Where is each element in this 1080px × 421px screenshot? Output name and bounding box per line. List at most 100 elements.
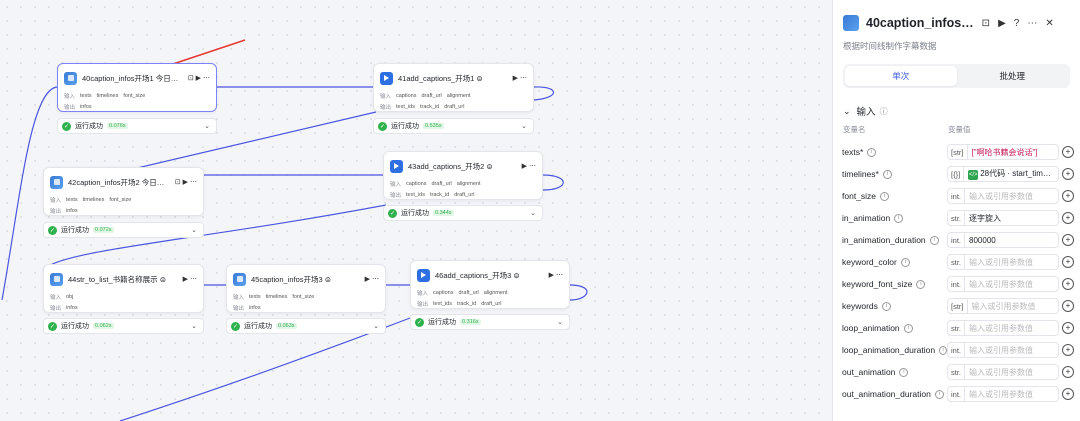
reference-button-icon[interactable]: +	[1062, 366, 1074, 378]
debug-icon[interactable]: ⊡	[981, 17, 991, 29]
success-icon: ✓	[62, 121, 71, 131]
info-icon: i	[867, 147, 877, 157]
python-icon	[843, 15, 859, 31]
param-input[interactable]: str.输入或引用参数值	[947, 254, 1059, 270]
param-tag: infos	[80, 103, 92, 110]
info-icon: ⓘ	[879, 106, 888, 116]
node-actions-icon[interactable]: ▶ ⋯	[521, 163, 536, 170]
node-actions-icon[interactable]: ⊡ ▶ ⋯	[187, 75, 210, 82]
param-input[interactable]: [str]输入或引用参数值	[947, 298, 1059, 314]
caption-icon	[390, 159, 403, 173]
reference-button-icon[interactable]: +	[1062, 168, 1074, 180]
info-icon: i	[903, 323, 913, 333]
chevron-down-icon: ⌄	[204, 123, 210, 130]
node-title: 44str_to_list_书籍名称展示 ⊜	[68, 274, 166, 284]
reference-button-icon[interactable]: +	[1062, 278, 1074, 290]
param-input[interactable]: str.逐字旋入	[947, 210, 1059, 226]
param-input[interactable]: str.输入或引用参数值	[947, 364, 1059, 380]
success-icon: ✓	[415, 317, 424, 327]
param-tag: texts	[80, 92, 92, 99]
reference-button-icon[interactable]: +	[1062, 212, 1074, 224]
code-ref-icon: </>	[968, 170, 979, 180]
close-icon[interactable]: ✕	[1045, 17, 1054, 29]
param-row: texts*i[str]["啊哈书籍会说话"]+	[842, 144, 1074, 160]
reference-button-icon[interactable]: +	[1062, 322, 1074, 334]
run-icon[interactable]: ▶	[998, 17, 1006, 29]
chevron-down-icon: ⌄	[191, 227, 197, 234]
reference-button-icon[interactable]: +	[1062, 256, 1074, 268]
param-input[interactable]: int.800000	[947, 232, 1059, 248]
reference-button-icon[interactable]: +	[1062, 190, 1074, 202]
node-actions-icon[interactable]: ▶ ⋯	[182, 276, 197, 283]
reference-button-icon[interactable]: +	[1062, 344, 1074, 356]
more-icon[interactable]: ⋯	[1027, 17, 1038, 29]
param-input[interactable]: [{}]</>28代码 · start_tim…	[947, 166, 1059, 182]
info-icon: i	[881, 301, 891, 311]
node-actions-icon[interactable]: ▶ ⋯	[512, 75, 527, 82]
success-icon: ✓	[231, 321, 240, 331]
param-input[interactable]: int.输入或引用参数值	[947, 276, 1059, 292]
node-actions-icon[interactable]: ▶ ⋯	[548, 272, 563, 279]
node-actions-icon[interactable]: ⊡ ▶ ⋯	[174, 179, 197, 186]
panel-title: 40caption_infos…	[866, 16, 974, 30]
param-input[interactable]: int.输入或引用参数值	[947, 386, 1059, 402]
python-icon	[233, 272, 246, 286]
edge	[533, 86, 554, 101]
info-icon: i	[929, 235, 939, 245]
param-input[interactable]: int.输入或引用参数值	[947, 188, 1059, 204]
info-icon: i	[894, 213, 904, 223]
node-actions-icon[interactable]: ▶ ⋯	[364, 276, 379, 283]
info-icon: i	[899, 367, 909, 377]
help-icon[interactable]: ?	[1013, 17, 1020, 29]
node-title: 42caption_infos开场2 今日…	[68, 177, 165, 187]
chevron-down-icon: ⌄	[557, 319, 563, 326]
edge	[1, 86, 58, 301]
tab-batch[interactable]: 批处理	[999, 71, 1025, 81]
reference-button-icon[interactable]: +	[1062, 388, 1074, 400]
param-row: timelines*i[{}]</>28代码 · start_tim…+	[842, 166, 1074, 182]
param-tag: timelines	[96, 92, 119, 99]
tab-single[interactable]: 单次	[845, 66, 957, 86]
param-input[interactable]: int.输入或引用参数值	[947, 342, 1059, 358]
reference-button-icon[interactable]: +	[1062, 300, 1074, 312]
reference-button-icon[interactable]: +	[1062, 234, 1074, 246]
param-input[interactable]: str.输入或引用参数值	[947, 320, 1059, 336]
edge	[42, 204, 387, 271]
param-input[interactable]: [str]["啊哈书籍会说话"]	[947, 144, 1059, 160]
reference-button-icon[interactable]: +	[1062, 146, 1074, 158]
edge	[542, 174, 564, 191]
success-icon: ✓	[388, 208, 397, 218]
chevron-down-icon: ⌄	[373, 323, 379, 330]
